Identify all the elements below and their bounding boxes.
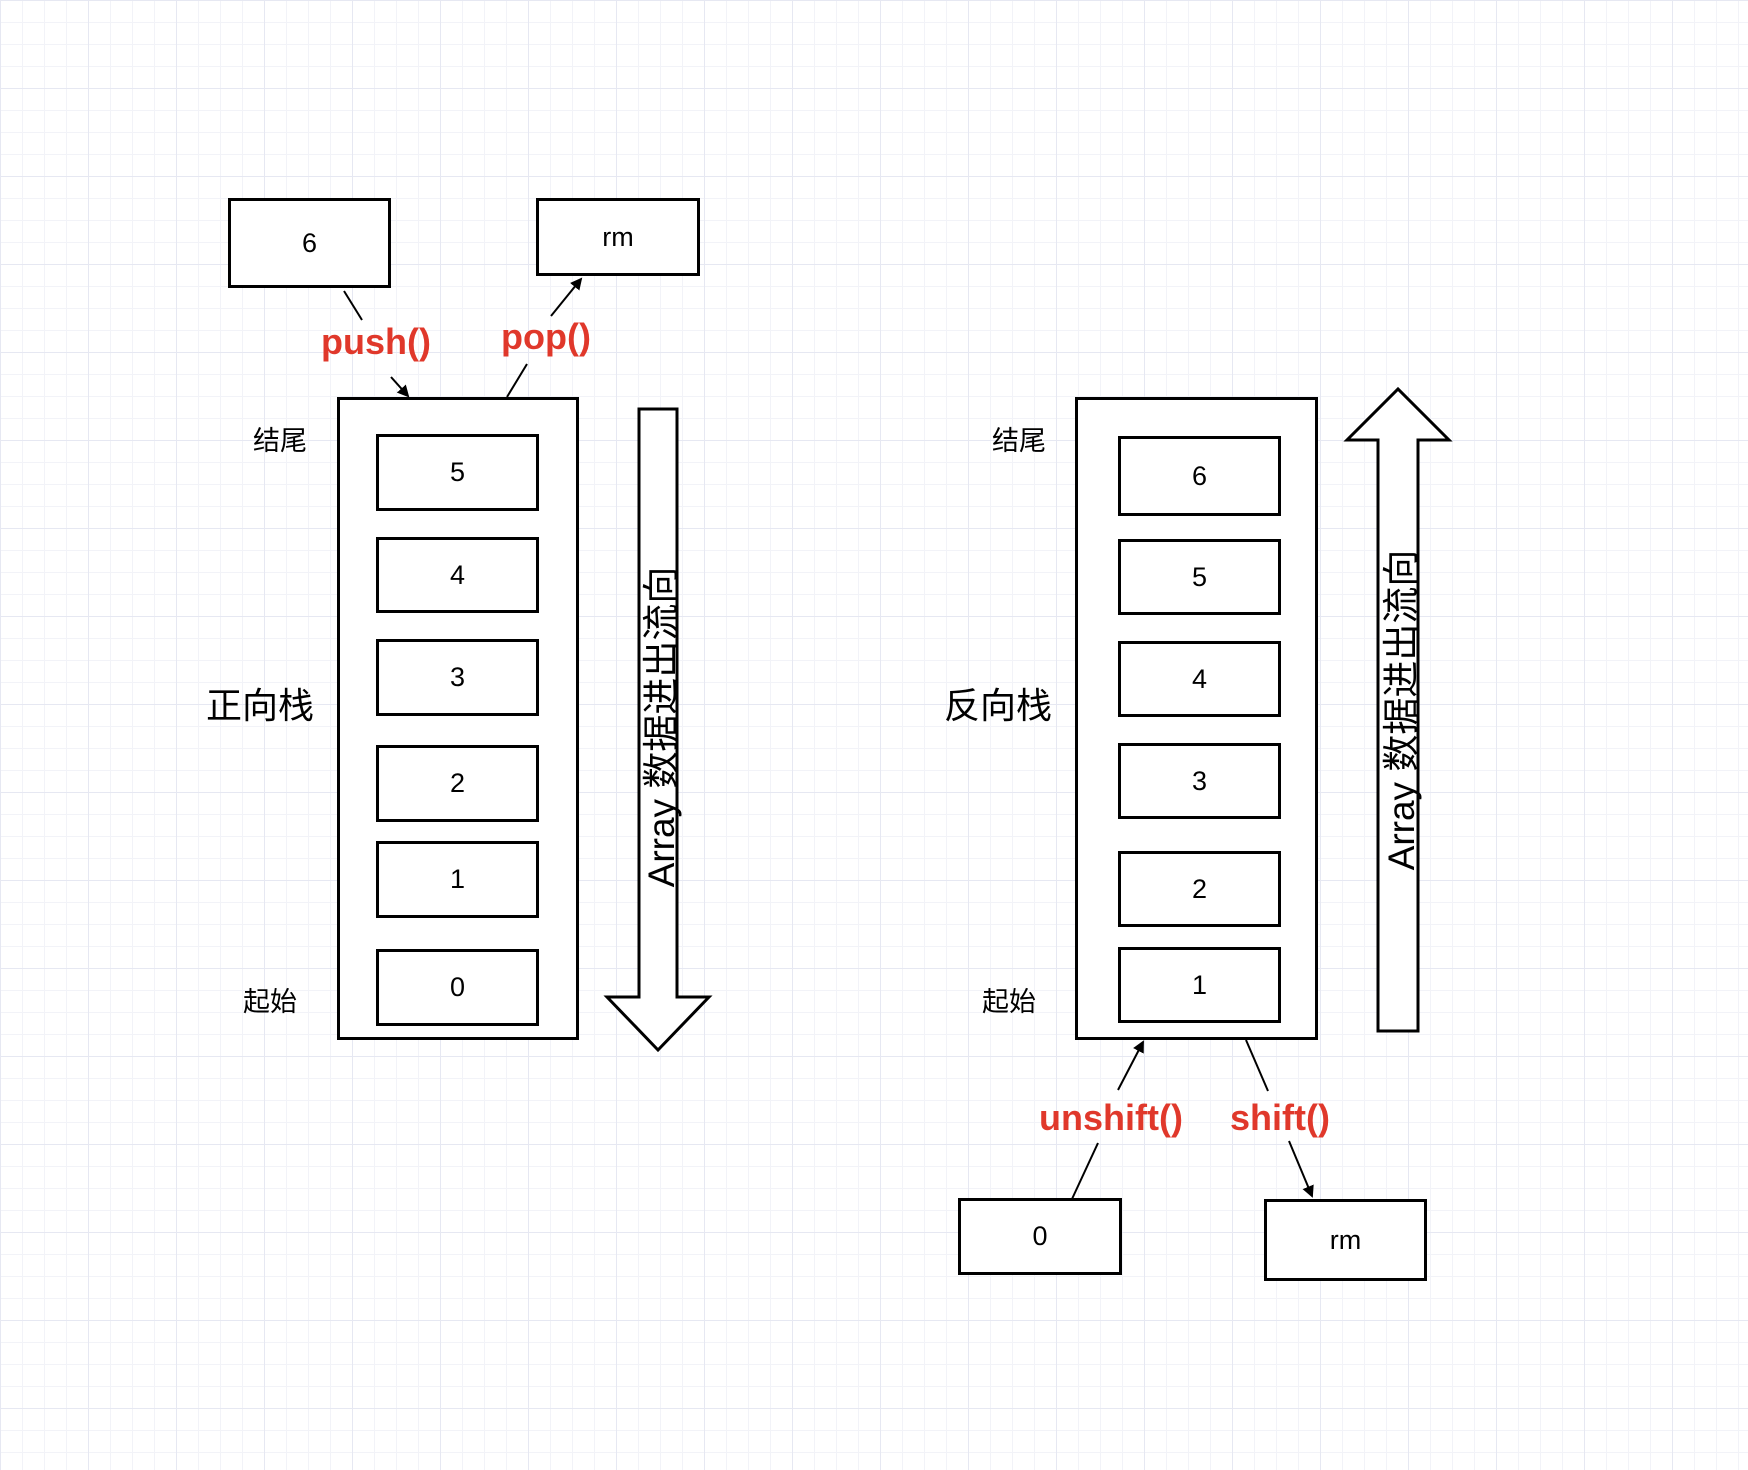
forward-stack-item: 2	[376, 745, 539, 822]
forward-stack-item: 5	[376, 434, 539, 511]
down-flow-label: Array 数据进出流向	[641, 566, 682, 888]
shift-method-label: shift()	[1230, 1097, 1330, 1138]
forward-stack-item: 3	[376, 639, 539, 716]
unshift-connector-upper	[1117, 1040, 1144, 1091]
pop-connector-upper	[550, 277, 583, 317]
shift-connector-lower	[1288, 1140, 1314, 1198]
shift-connector-upper	[1245, 1039, 1269, 1092]
push-connector-upper	[343, 290, 363, 321]
forward-stack-item: 4	[376, 537, 539, 613]
reverse-stack-item: 6	[1118, 436, 1281, 516]
reverse-start-label: 起始	[982, 987, 1036, 1017]
forward-stack-item: 0	[376, 949, 539, 1026]
push-value-box: 6	[228, 198, 391, 288]
shift-value-box: rm	[1264, 1199, 1427, 1281]
forward-start-label: 起始	[243, 987, 297, 1017]
reverse-stack-item: 3	[1118, 743, 1281, 819]
reverse-end-label: 结尾	[992, 426, 1046, 456]
unshift-value-box: 0	[958, 1198, 1122, 1275]
unshift-connector-lower	[1071, 1142, 1099, 1200]
forward-stack-title: 正向栈	[206, 685, 315, 726]
down-flow-arrow	[603, 407, 713, 1053]
reverse-stack-title: 反向栈	[944, 685, 1053, 726]
push-connector-lower	[390, 376, 410, 398]
reverse-stack-item: 5	[1118, 539, 1281, 615]
forward-stack-item: 1	[376, 841, 539, 918]
pop-connector-lower	[506, 363, 528, 398]
forward-end-label: 结尾	[253, 426, 307, 456]
reverse-stack-item: 4	[1118, 641, 1281, 717]
up-flow-arrow	[1343, 386, 1453, 1033]
pop-value-box: rm	[536, 198, 700, 276]
push-method-label: push()	[321, 321, 431, 362]
up-flow-label: Array 数据进出流向	[1381, 549, 1422, 871]
reverse-stack-item: 2	[1118, 851, 1281, 927]
reverse-stack-item: 1	[1118, 947, 1281, 1023]
unshift-method-label: unshift()	[1039, 1097, 1183, 1138]
pop-method-label: pop()	[501, 316, 591, 357]
